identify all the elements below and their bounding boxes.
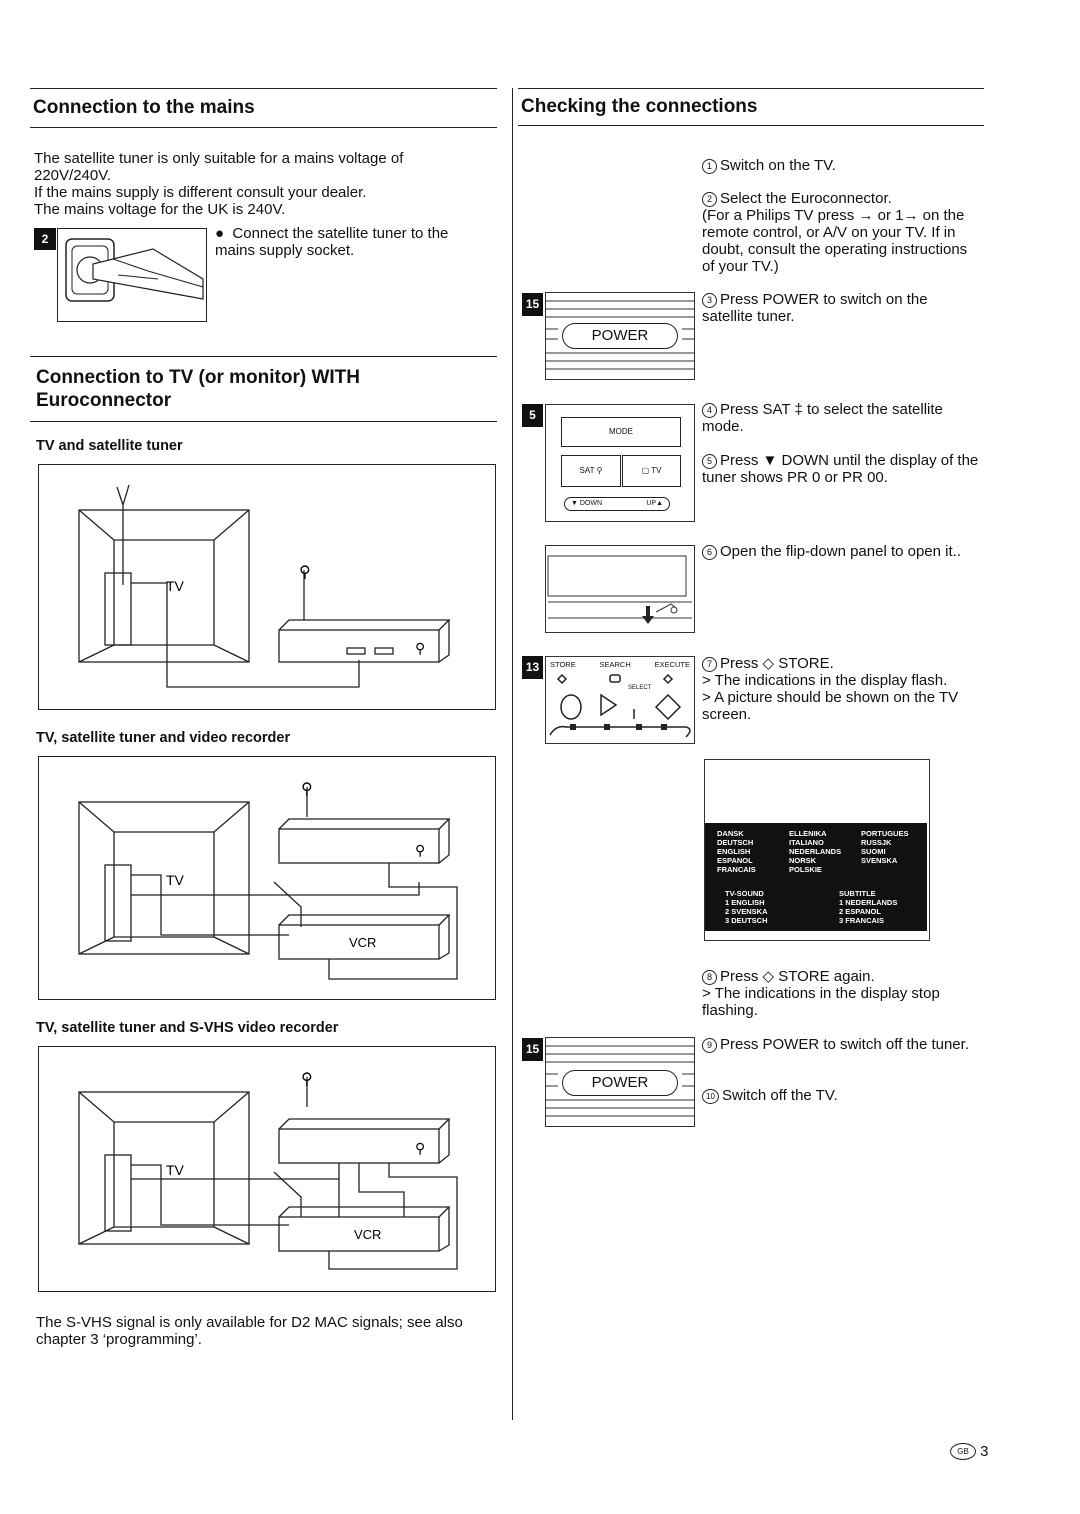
store-panel: STORE SEARCH EXECUTE SELECT [545, 656, 695, 744]
diagram-tv-satellite: TV ⚲ ⚲ [38, 464, 496, 710]
badge-15-power-on: 15 [522, 293, 543, 316]
power-button-on: POWER [562, 323, 678, 349]
sat-button: SAT ⚲ [561, 455, 621, 487]
mains-bullet-text: Connect the satellite tuner to the mains… [215, 225, 449, 259]
svg-text:⚲: ⚲ [301, 1071, 313, 1088]
lang-col3: PORTUGUES RUSSJK SUOMI SVENSKA [861, 829, 909, 865]
svg-text:TV: TV [166, 1162, 185, 1178]
flip-down-panel [545, 545, 695, 633]
lang-col2: ELLENIKA ITALIANO NEDERLANDS NORSK POLSK… [789, 829, 842, 874]
tv-sound-list: TV-SOUND 1 ENGLISH 2 SVENSKA 3 DEUTSCH [725, 889, 768, 925]
vcr-label: VCR [349, 935, 376, 950]
svg-text:⚲: ⚲ [415, 640, 425, 656]
euro-title: Connection to TV (or monitor) WITH Euroc… [36, 366, 360, 412]
mains-title: Connection to the mains [33, 97, 255, 118]
svg-text:⚲: ⚲ [415, 1140, 425, 1156]
svhs-footnote: The S-VHS signal is only available for D… [36, 1314, 463, 1348]
svg-text:⚲: ⚲ [299, 564, 311, 581]
mains-text: The satellite tuner is only suitable for… [34, 150, 464, 218]
diagram-tv-satellite-vcr: TV ⚲ ⚲ VCR [38, 756, 496, 1000]
subtitle-list: SUBTITLE 1 NEDERLANDS 2 ESPANOL 3 FRANCA… [839, 889, 898, 925]
remote-panel: MODE SAT ⚲ ▢ TV ▼ DOWN UP▲ [545, 404, 695, 522]
subtitle-tv-sat-vcr: TV, satellite tuner and video recorder [36, 730, 291, 746]
svg-text:VCR: VCR [354, 1227, 381, 1242]
euro-title-line1: Connection to TV (or monitor) WITH [36, 367, 361, 388]
down-up-rocker: ▼ DOWN UP▲ [564, 497, 670, 511]
country-badge: GB [950, 1443, 976, 1460]
lang-col1: DANSK DEUTSCH ENGLISH ESPANOL FRANCAIS [717, 829, 756, 874]
search-label: SEARCH [599, 660, 631, 669]
tv-screen-language-menu [704, 759, 930, 941]
mains-bullet: ● Connect the satellite tuner to the mai… [215, 225, 449, 259]
mains-para1: The satellite tuner is only suitable for… [34, 150, 404, 184]
checking-title: Checking the connections [521, 96, 758, 117]
svg-text:⚲: ⚲ [301, 781, 313, 798]
badge-5-remote: 5 [522, 404, 543, 427]
svg-text:⚲: ⚲ [415, 842, 425, 858]
page-number: 3 [980, 1443, 989, 1460]
mains-para2: If the mains supply is different consult… [34, 184, 367, 201]
power-button-off: POWER [562, 1070, 678, 1096]
language-menu: DANSK DEUTSCH ENGLISH ESPANOL FRANCAIS E… [705, 823, 927, 931]
tv-label: TV [166, 578, 185, 594]
power-panel-off: POWER [545, 1037, 695, 1127]
mains-para3: The mains voltage for the UK is 240V. [34, 201, 286, 218]
power-panel-on: POWER [545, 292, 695, 380]
store-label: STORE [550, 660, 576, 669]
tv-button: ▢ TV [622, 455, 681, 487]
select-label: SELECT [628, 685, 652, 691]
page-footer: GB 3 [950, 1443, 989, 1460]
badge-13-store: 13 [522, 656, 543, 679]
mode-display: MODE [561, 417, 681, 447]
subtitle-tv-sat-svhs: TV, satellite tuner and S-VHS video reco… [36, 1020, 339, 1036]
mains-socket-figure [57, 228, 207, 322]
badge-15-power-off: 15 [522, 1038, 543, 1061]
svg-text:TV: TV [166, 872, 185, 888]
execute-label: EXECUTE [654, 660, 690, 669]
euro-title-line2: Euroconnector [36, 390, 172, 411]
subtitle-tv-sat: TV and satellite tuner [36, 438, 183, 454]
diagram-tv-satellite-svhs: TV ⚲ ⚲ VCR [38, 1046, 496, 1292]
figure-badge-mains: 2 [34, 228, 56, 250]
